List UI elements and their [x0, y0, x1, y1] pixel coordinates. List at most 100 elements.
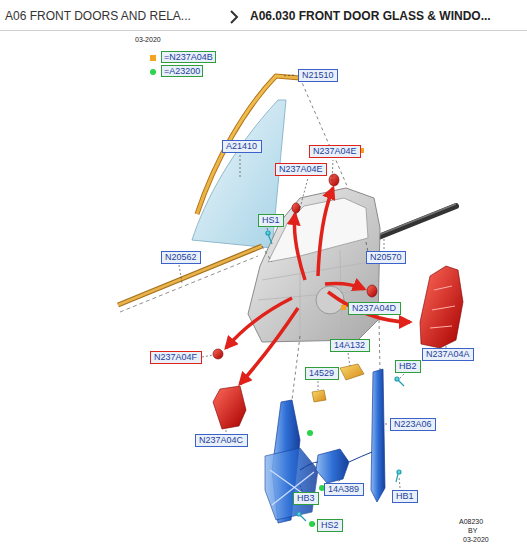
belt-molding-part [118, 246, 262, 305]
drawing-note: 03-2020 [463, 536, 489, 543]
callout-number: HS2 [321, 520, 339, 530]
fasteners [266, 231, 404, 521]
red-arrows-part [240, 308, 298, 384]
callout-box: N237A04A [422, 348, 474, 361]
callout-number: N20562 [165, 252, 197, 262]
callout-box: N20562 [161, 251, 201, 264]
legend-entry: =A23200 [161, 66, 203, 77]
door-glass [192, 100, 286, 248]
red-arrows-part [226, 298, 292, 348]
guide-lines-part [262, 246, 272, 262]
green-markers-part [309, 521, 315, 527]
leader-lines-part [282, 75, 294, 76]
insulator-pads-part [367, 285, 377, 297]
callout-number: A21410 [226, 141, 257, 151]
callout-box: N237A04E [309, 145, 361, 158]
leader-lines-part [348, 353, 350, 366]
red-arrows [226, 188, 410, 384]
legend-text: =N237A04B [161, 51, 216, 63]
callout-box: N237A04D [348, 302, 401, 315]
door-inner-panel-part [258, 250, 372, 336]
guide-lines-part [292, 336, 300, 400]
legend-swatch [150, 69, 156, 75]
leader-lines-part [399, 476, 400, 488]
leader-lines-part [202, 355, 213, 357]
legend-swatch [150, 55, 156, 61]
insulator-pads-part [430, 286, 455, 328]
callout-box: 14A389 [324, 483, 364, 496]
fasteners-part [266, 231, 270, 235]
header-bar-part [231, 11, 237, 23]
leader-lines [179, 75, 446, 524]
door-inner-panel [248, 188, 380, 342]
callout-number: N237A04E [313, 146, 357, 156]
drawing-note: A08230 [459, 518, 483, 525]
callout-box: N237A04F [150, 351, 202, 364]
door-glass-part [192, 100, 286, 248]
callout-box: HB3 [293, 492, 319, 505]
modules-part [340, 364, 364, 380]
belt-molding-part [120, 256, 258, 312]
fasteners-part [297, 512, 301, 516]
belt-molding-part [118, 246, 262, 305]
red-arrows-part [328, 292, 410, 322]
insulator-pads-part [292, 203, 300, 213]
guide-lines [262, 78, 380, 400]
callout-box: N21510 [298, 69, 338, 82]
header-bar-part [0, 30, 527, 31]
window-regulator [265, 369, 385, 523]
callout-number: 14529 [309, 368, 334, 378]
callout-number: HB2 [399, 361, 417, 371]
red-arrows-part [294, 214, 305, 280]
fasteners-part [398, 380, 404, 386]
orange-markers [341, 148, 364, 310]
callout-number: HB1 [396, 491, 414, 501]
leader-lines-part [384, 234, 385, 249]
guide-lines-part [379, 320, 380, 372]
page-title: A06.030 FRONT DOOR GLASS & WINDO... [250, 9, 491, 23]
callout-box: N20570 [366, 251, 406, 264]
orange-markers-part [341, 305, 346, 310]
window-regulator-part [371, 369, 385, 502]
callout-number: 14A389 [328, 484, 359, 494]
leader-lines-part [318, 381, 319, 390]
breadcrumb: A06 FRONT DOORS AND RELA... [5, 9, 191, 23]
window-regulator-part [270, 470, 314, 505]
callout-box: HS2 [317, 519, 343, 532]
fasteners-part [300, 515, 306, 521]
leader-lines-part [314, 524, 315, 525]
leader-lines-part [300, 485, 302, 491]
drawing-note: BY [468, 527, 477, 534]
callout-box: A21410 [222, 140, 262, 153]
callout-number: N223A06 [394, 419, 432, 429]
window-regulator-part [265, 448, 318, 520]
callout-number: 14A132 [334, 340, 365, 350]
red-arrows-part [318, 188, 333, 276]
door-inner-panel-part [248, 188, 380, 342]
leader-lines-part [332, 160, 333, 181]
leader-lines-part [267, 228, 268, 231]
callout-number: HS1 [262, 215, 280, 225]
callout-number: N237A04A [426, 349, 470, 359]
fasteners-part [395, 377, 399, 381]
callout-box: HS1 [258, 214, 284, 227]
leader-lines-part [338, 480, 340, 482]
callout-number: N21510 [302, 70, 334, 80]
leader-lines-part [400, 374, 404, 378]
fasteners-part [397, 470, 401, 474]
red-arrows-part [325, 284, 364, 289]
callout-box: HB2 [395, 360, 421, 373]
insulator-pads-part [420, 266, 463, 348]
leader-lines-part [179, 265, 182, 283]
fasteners-part [396, 474, 398, 482]
callout-box: 14529 [305, 367, 339, 380]
leader-lines-part [226, 429, 227, 432]
callout-number: HB3 [297, 493, 315, 503]
callout-box: N237A04C [195, 434, 248, 447]
leader-lines-part [240, 155, 241, 178]
insulator-pads-part [213, 386, 246, 429]
leader-lines-part [300, 178, 308, 208]
